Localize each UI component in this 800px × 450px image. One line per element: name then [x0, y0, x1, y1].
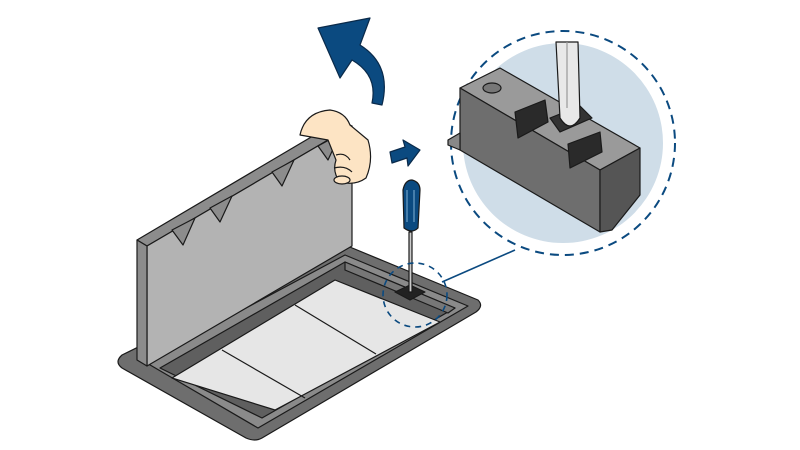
floor-box-panels — [171, 279, 441, 411]
push-arrow-icon — [389, 139, 421, 167]
detail-lip — [447, 132, 461, 151]
detail-connector-line — [441, 249, 516, 283]
lid-notch — [171, 217, 196, 246]
detail-screwdriver-blade — [555, 41, 581, 127]
detail-marker-circle — [382, 262, 448, 328]
lift-arrow-icon — [317, 17, 385, 106]
lid-notch — [271, 159, 295, 187]
detail-slot-left — [514, 99, 549, 139]
lid-side — [136, 239, 148, 367]
lid-notch — [209, 195, 233, 223]
panel-divider — [221, 349, 306, 399]
detail-block-side — [599, 147, 641, 233]
lid — [136, 119, 353, 367]
hand-icon — [299, 109, 372, 185]
screwdriver-icon — [402, 179, 421, 293]
panel-divider — [294, 304, 377, 355]
magnified-detail — [447, 30, 676, 256]
floor-box — [117, 244, 482, 441]
detail-slot-right — [567, 131, 603, 169]
detail-screw-hole — [482, 82, 502, 94]
